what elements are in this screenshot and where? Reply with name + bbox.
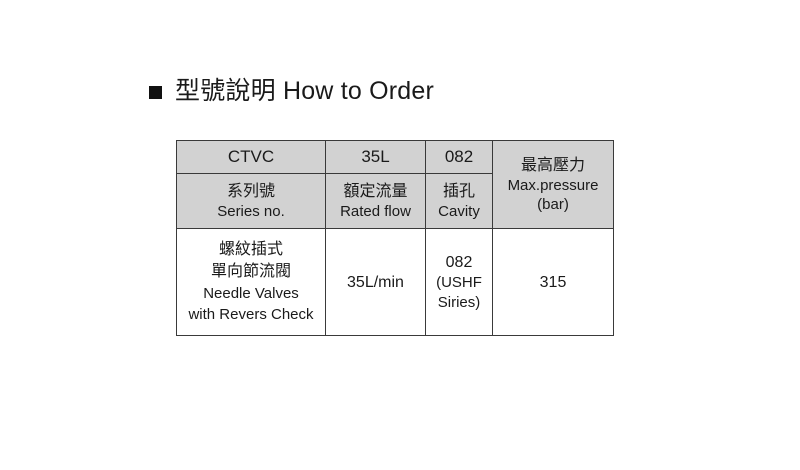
cell-value-cavity: 082 (USHF Siries) xyxy=(425,228,493,336)
series-value-en-line1: Needle Valves xyxy=(203,285,299,302)
cell-code-rated-flow: 35L xyxy=(325,140,426,174)
cavity-label-cn: 插孔 xyxy=(442,182,475,200)
series-value-stack: 螺紋插式 單向節流閥 Needle Valves with Revers Che… xyxy=(177,237,325,327)
cell-code-series: CTVC xyxy=(176,140,326,174)
cavity-label-stack: 插孔 Cavity xyxy=(426,182,492,221)
cavity-value-line1: 082 xyxy=(445,253,473,271)
series-label-stack: 系列號 Series no. xyxy=(177,182,325,221)
cell-label-series: 系列號 Series no. xyxy=(176,173,326,229)
rated-flow-label-cn: 額定流量 xyxy=(343,182,408,200)
max-pressure-unit: (bar) xyxy=(537,195,569,213)
max-pressure-value: 315 xyxy=(539,273,567,291)
cell-header-max-pressure: 最高壓力 Max.pressure (bar) xyxy=(492,140,614,229)
square-bullet-icon xyxy=(149,85,162,99)
cell-value-series: 螺紋插式 單向節流閥 Needle Valves with Revers Che… xyxy=(176,228,326,336)
rated-flow-label-en: Rated flow xyxy=(340,202,411,220)
series-value-cn-line2: 單向節流閥 xyxy=(210,263,291,280)
cell-label-rated-flow: 額定流量 Rated flow xyxy=(325,173,426,229)
cavity-value-line3: Siries) xyxy=(437,293,481,311)
how-to-order-table: CTVC 35L 082 最高壓力 Max.pressure (bar) 系列號 xyxy=(176,140,614,336)
code-series-text: CTVC xyxy=(227,147,275,166)
cell-value-rated-flow: 35L/min xyxy=(325,228,426,336)
max-pressure-cn: 最高壓力 xyxy=(520,156,585,174)
cell-value-max-pressure: 315 xyxy=(492,228,614,336)
series-value-cn-line1: 螺紋插式 xyxy=(218,241,283,258)
rated-flow-value: 35L/min xyxy=(347,273,404,291)
cavity-label-en: Cavity xyxy=(438,202,480,220)
max-pressure-en: Max.pressure xyxy=(507,176,599,194)
table-row-code: CTVC 35L 082 最高壓力 Max.pressure (bar) xyxy=(176,140,614,229)
code-rated-flow-text: 35L xyxy=(361,147,390,166)
max-pressure-stack: 最高壓力 Max.pressure (bar) xyxy=(493,156,613,214)
page-heading: 型號說明 How to Order xyxy=(149,76,434,106)
series-value-en-line2: with Revers Check xyxy=(188,306,314,323)
series-label-en: Series no. xyxy=(217,202,285,220)
code-cavity-text: 082 xyxy=(444,147,474,166)
table-row-values: 螺紋插式 單向節流閥 Needle Valves with Revers Che… xyxy=(176,228,614,336)
cavity-value-line2: (USHF xyxy=(436,273,482,291)
cavity-value-stack: 082 (USHF Siries) xyxy=(426,250,492,315)
cell-code-cavity: 082 xyxy=(425,140,493,174)
page-title: 型號說明 How to Order xyxy=(175,77,435,105)
cell-label-cavity: 插孔 Cavity xyxy=(425,173,493,229)
series-label-cn: 系列號 xyxy=(226,182,275,200)
rated-flow-label-stack: 額定流量 Rated flow xyxy=(326,182,425,221)
table-row-labels: 系列號 Series no. 額定流量 Rated flow 插孔 Cavity xyxy=(176,173,614,229)
